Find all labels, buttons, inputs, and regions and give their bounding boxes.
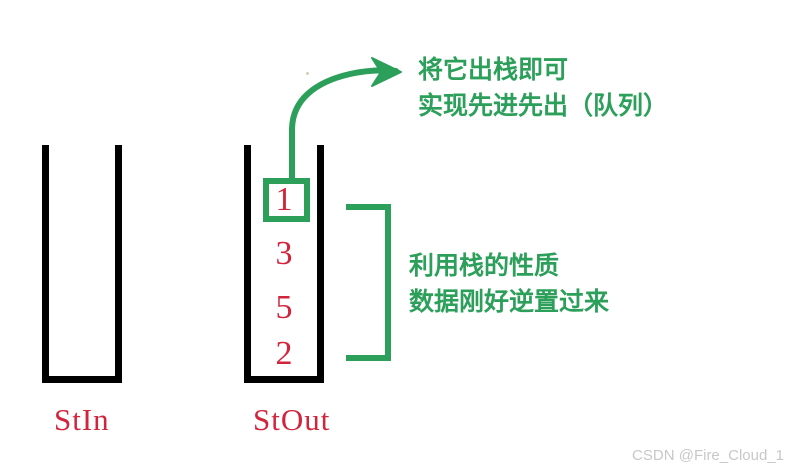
stack-out-label: StOut — [253, 402, 331, 437]
annotation-right-line-1: 利用栈的性质 — [409, 251, 560, 280]
watermark: CSDN @Fire_Cloud_1 — [632, 447, 784, 464]
stack-value-1: 1 — [275, 181, 293, 218]
stack-value-3: 5 — [275, 289, 293, 326]
stack-value-2: 3 — [275, 235, 293, 272]
stack-value-4: 2 — [275, 335, 293, 372]
arrowhead-icon — [371, 57, 402, 87]
stack-in-container — [42, 145, 122, 383]
stack-out-container — [244, 145, 324, 383]
annotation-top-line-1: 将它出栈即可 — [418, 55, 569, 84]
annotation-top-line-2: 实现先进先出（队列） — [418, 91, 669, 120]
annotation-top: 将它出栈即可 实现先进先出（队列） — [418, 52, 668, 124]
image-artifact-speck — [306, 72, 309, 75]
top-element-highlight-box — [263, 178, 310, 222]
annotation-right-line-2: 数据刚好逆置过来 — [409, 287, 610, 316]
grouping-bracket — [346, 204, 391, 361]
callout-curve — [289, 67, 399, 133]
annotation-right: 利用栈的性质 数据刚好逆置过来 — [409, 248, 609, 320]
stack-in-label: StIn — [54, 402, 110, 437]
